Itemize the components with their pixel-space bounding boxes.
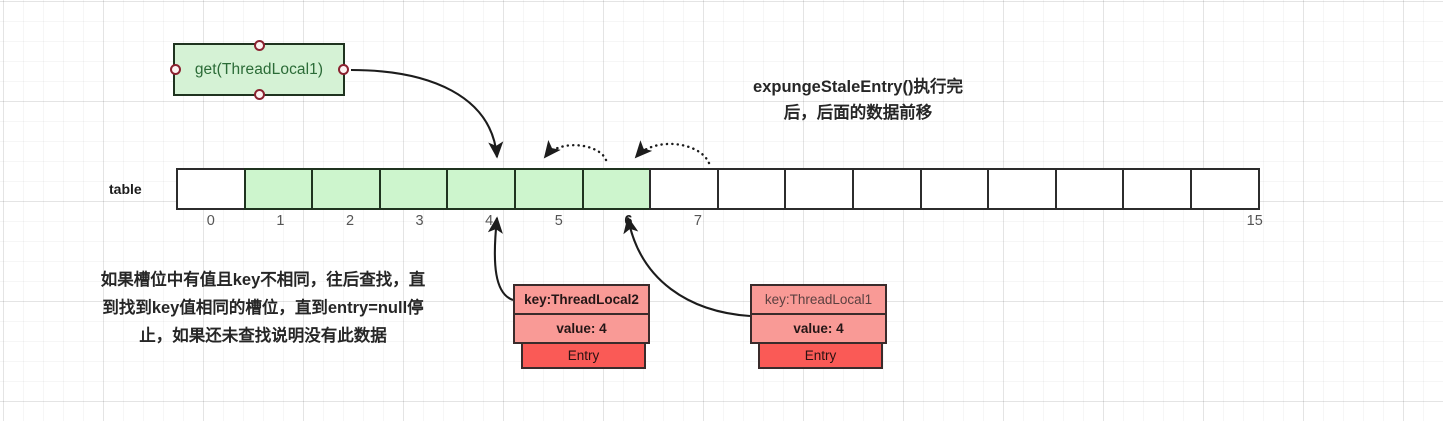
table-cell-7[interactable] <box>649 168 719 210</box>
wire-get-to-slot4 <box>350 68 504 159</box>
table-cell-8[interactable] <box>716 168 787 210</box>
table-index-label-7: 7 <box>693 213 702 229</box>
table-cell-11[interactable] <box>919 168 990 210</box>
diagram-title-line-1: expungeStaleEntry()执行完 <box>753 78 963 96</box>
entry-footer-label: Entry <box>758 342 883 369</box>
table-index-label-6: 6 <box>624 213 633 229</box>
table-index-label-10 <box>872 213 942 235</box>
wire-shift-slot6-to-slot5 <box>543 140 608 162</box>
table-label: table <box>109 181 142 197</box>
action-node-get[interactable]: get(ThreadLocal1) <box>169 39 349 100</box>
diagram-description: 如果槽位中有值且key不相同，往后查找，直 到找到key值相同的槽位，直到ent… <box>48 266 478 350</box>
diagram-title-line-2: 后，后面的数据前移 <box>783 104 933 122</box>
table-cell-6[interactable] <box>581 168 652 210</box>
table-cell-2[interactable] <box>311 168 381 210</box>
table-index-label-9 <box>802 213 872 235</box>
table-index-label-0: 0 <box>206 213 215 229</box>
entry-key-label: key:ThreadLocal1 <box>750 284 887 315</box>
table-index-row: 0 1 2 3 4 5 6 7 15 <box>176 213 1290 235</box>
table-cell-9[interactable] <box>784 168 854 210</box>
connection-port-left-icon[interactable] <box>169 64 181 75</box>
table-cell-15[interactable] <box>1189 168 1260 210</box>
table-cell-10[interactable] <box>851 168 922 210</box>
table-index-label-8 <box>733 213 803 235</box>
table-cell-12[interactable] <box>987 168 1057 210</box>
table-cell-5[interactable] <box>513 168 584 210</box>
entry-box-threadlocal1[interactable]: key:ThreadLocal1 value: 4 Entry <box>750 284 887 369</box>
table-index-label-1: 1 <box>276 213 285 229</box>
table-index-label-15: 15 <box>1246 213 1263 229</box>
diagram-description-line-2: 到找到key值相同的槽位，直到entry=null停 <box>102 299 424 317</box>
table-index-label-12 <box>1011 213 1081 235</box>
table-index-label-2: 2 <box>345 213 355 229</box>
entry-value-label: value: 4 <box>513 313 650 344</box>
table-index-label-14 <box>1150 213 1220 235</box>
table-index-label-4: 4 <box>485 213 494 229</box>
table-row <box>176 168 1260 210</box>
diagram-title: expungeStaleEntry()执行完 后，后面的数据前移 <box>700 74 1016 126</box>
action-node-label: get(ThreadLocal1) <box>194 60 324 78</box>
connection-port-right-icon[interactable] <box>337 64 349 75</box>
table-index-label-13 <box>1081 213 1151 235</box>
diagram-description-line-1: 如果槽位中有值且key不相同，往后查找，直 <box>100 271 426 289</box>
wire-shift-slot7-to-slot6 <box>634 140 711 165</box>
connection-port-bottom-icon[interactable] <box>253 88 265 100</box>
entry-key-label: key:ThreadLocal2 <box>513 284 650 315</box>
table-cell-4[interactable] <box>446 168 516 210</box>
table-cell-1[interactable] <box>243 168 314 210</box>
table-cell-13[interactable] <box>1054 168 1125 210</box>
diagram-description-line-3: 止，如果还未查找说明没有此数据 <box>139 327 387 345</box>
table-index-label-11 <box>942 213 1012 235</box>
entry-box-threadlocal2[interactable]: key:ThreadLocal2 value: 4 Entry <box>513 284 650 369</box>
table-cell-0[interactable] <box>176 168 246 210</box>
table-index-label-5: 5 <box>554 213 563 229</box>
table-cell-3[interactable] <box>378 168 449 210</box>
entry-footer-label: Entry <box>521 342 646 369</box>
connection-port-top-icon[interactable] <box>253 39 265 51</box>
table-cell-14[interactable] <box>1122 168 1192 210</box>
entry-value-label: value: 4 <box>750 313 887 344</box>
table-index-label-3: 3 <box>415 213 424 229</box>
